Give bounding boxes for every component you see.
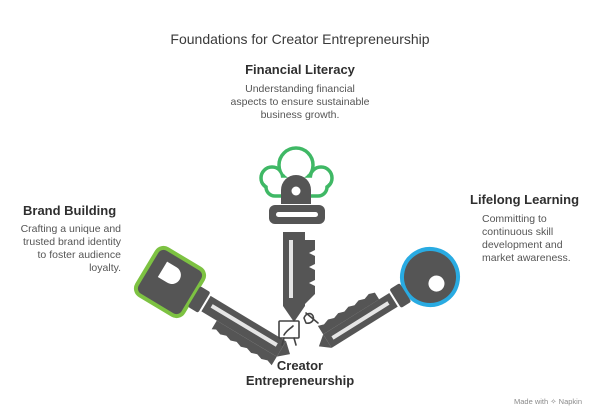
brand-building-title: Brand Building (23, 203, 117, 218)
financial-literacy-title: Financial Literacy (245, 62, 355, 77)
napkin-logo-icon: ✧ (550, 397, 557, 406)
made-with-text: Made with (514, 397, 549, 406)
lifelong-learning-description: Committing to continuous skill developme… (482, 213, 571, 264)
diagram-title: Foundations for Creator Entrepreneurship (170, 31, 430, 47)
lifelong-learning-title: Lifelong Learning (470, 192, 580, 207)
cloud-key-icon (259, 146, 334, 322)
made-with-credit: Made with ✧ Napkin (514, 397, 582, 406)
brand-building-description: Crafting a unique and trusted brand iden… (20, 223, 121, 274)
circle-key-icon (317, 247, 460, 348)
financial-literacy-description: Understanding financial aspects to ensur… (230, 83, 370, 121)
center-label: Creator Entrepreneurship (245, 358, 355, 388)
easel-brush-icon (278, 312, 319, 346)
square-key-icon (133, 245, 291, 366)
napkin-brand-text: Napkin (558, 397, 583, 406)
